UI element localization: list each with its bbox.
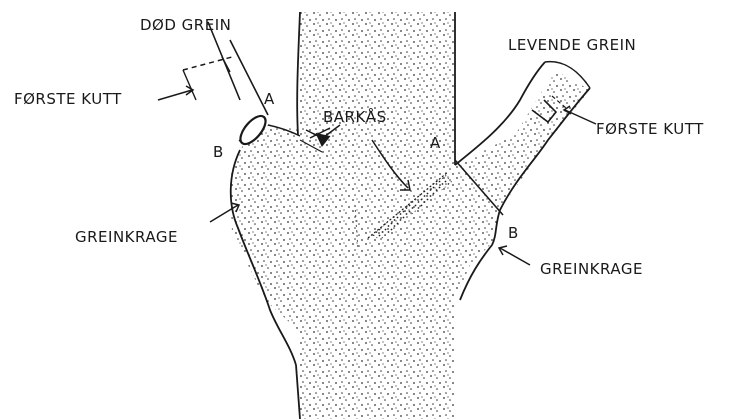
collar-left-label: GREINKRAGE [75,230,178,245]
first-cut-right-label: FØRSTE KUTT [596,122,704,137]
point-b-left-label: B [213,145,224,160]
dead-branch-label: DØD GREIN [140,18,231,33]
point-b-right-label: B [508,226,519,241]
point-a-left-label: A [264,92,275,107]
first-cut-left-label: FØRSTE KUTT [14,92,122,107]
bark-ridge-label: BARKÅS [323,110,387,125]
dead-branch [208,22,268,115]
living-branch-label: LEVENDE GREIN [508,38,636,53]
point-a-right-label: A [430,136,441,151]
collar-right-label: GREINKRAGE [540,262,643,277]
